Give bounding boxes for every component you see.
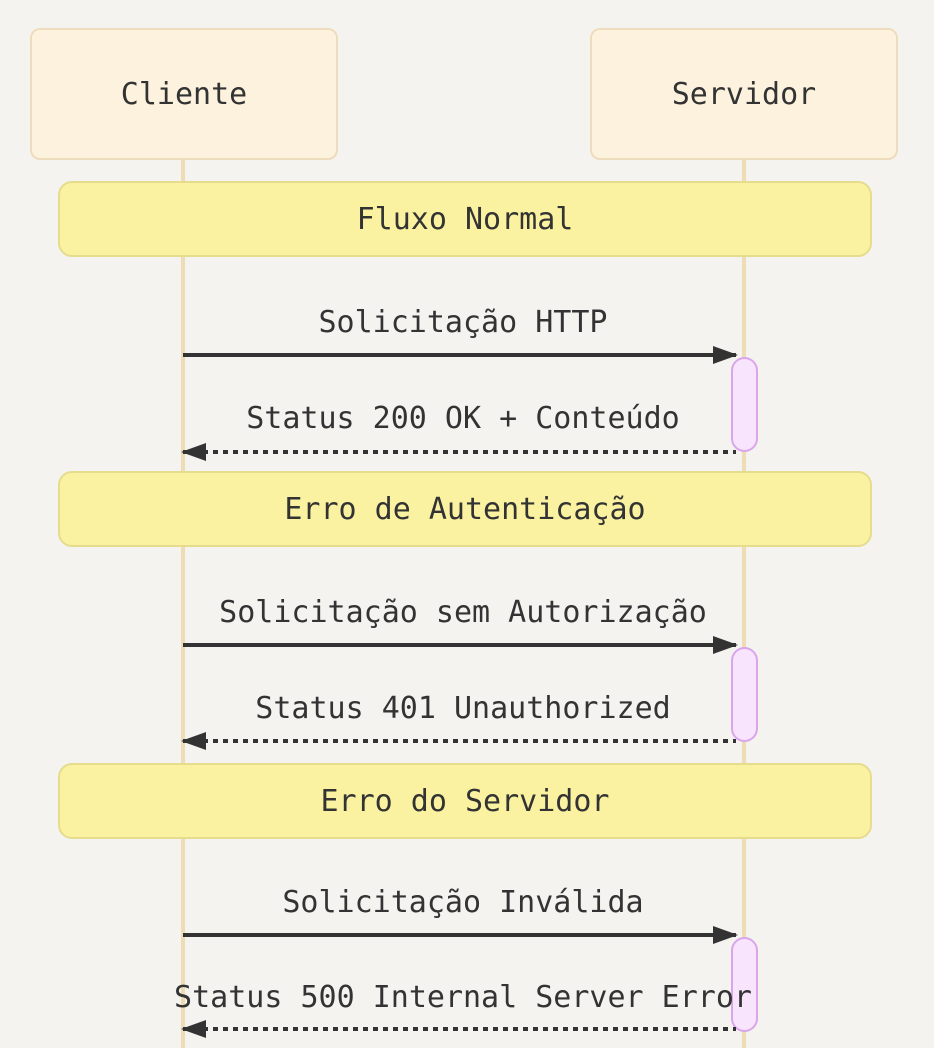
message-arrow-request-3	[183, 926, 738, 944]
section-title: Fluxo Normal	[356, 201, 574, 237]
message-arrow-request-2	[183, 636, 738, 654]
arrowhead-left-icon	[181, 1020, 206, 1038]
message-arrow-response-2	[181, 732, 736, 750]
section-banner-erro-do-servidor: Erro do Servidor	[58, 763, 872, 839]
message-arrow-response-1	[181, 443, 736, 461]
arrowhead-right-icon	[713, 346, 738, 364]
message-label-solicitacao-sem-autorizacao: Solicitação sem Autorização	[219, 594, 707, 630]
section-banner-fluxo-normal: Fluxo Normal	[58, 181, 872, 257]
actor-box-servidor: Servidor	[590, 28, 898, 160]
message-label-status-401: Status 401 Unauthorized	[255, 690, 671, 726]
lifeline-cliente	[181, 159, 185, 1048]
lifeline-servidor	[742, 159, 746, 1048]
actor-box-cliente: Cliente	[30, 28, 338, 160]
section-title: Erro de Autenticação	[284, 491, 646, 527]
message-label-solicitacao-http: Solicitação HTTP	[318, 304, 608, 340]
arrowhead-left-icon	[181, 443, 206, 461]
message-label-status-500: Status 500 Internal Server Error	[174, 979, 752, 1015]
activation-bar	[731, 357, 758, 452]
message-label-status-200: Status 200 OK + Conteúdo	[246, 400, 680, 436]
section-title: Erro do Servidor	[320, 783, 610, 819]
arrowhead-right-icon	[713, 926, 738, 944]
activation-bar	[731, 937, 758, 1032]
actor-label-servidor: Servidor	[671, 76, 817, 112]
message-arrow-request-1	[183, 346, 738, 364]
section-banner-erro-de-autenticacao: Erro de Autenticação	[58, 471, 872, 547]
message-label-solicitacao-invalida: Solicitação Inválida	[282, 884, 644, 920]
arrowhead-right-icon	[713, 636, 738, 654]
arrowhead-left-icon	[181, 732, 206, 750]
message-arrow-response-3	[181, 1020, 736, 1038]
activation-bar	[731, 647, 758, 742]
actor-label-cliente: Cliente	[120, 76, 248, 112]
